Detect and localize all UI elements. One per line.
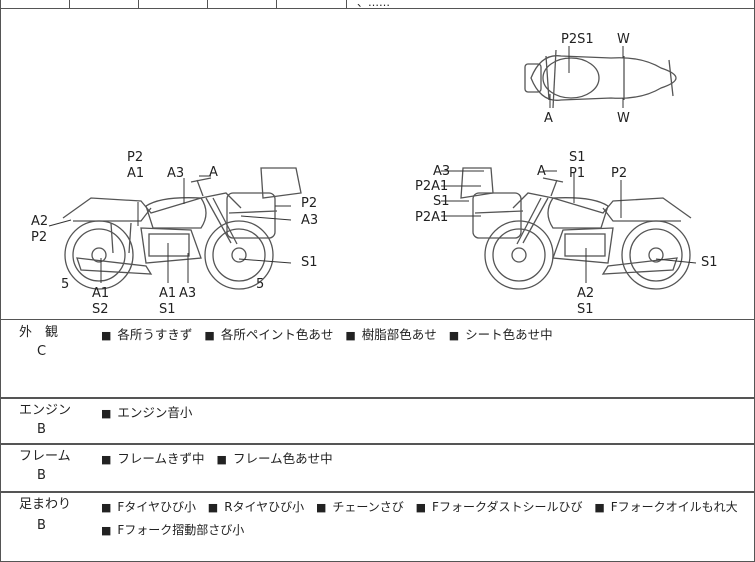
item: Rタイヤひび小 bbox=[224, 500, 305, 514]
bullet-icon: ■ bbox=[415, 501, 427, 514]
label-right-a2: A2 bbox=[577, 286, 594, 301]
label-right-p2a1: P2A1 bbox=[415, 179, 448, 194]
item: Fフォーク摺動部さび小 bbox=[117, 523, 245, 537]
damage-diagram: P2 A1 A3 A A2 P2 P2 A3 S1 5 5 A1 S2 A1 S… bbox=[0, 8, 755, 319]
label-right-p2: P2 bbox=[611, 166, 627, 181]
bullet-icon: ■ bbox=[101, 407, 112, 420]
label-right-s1: S1 bbox=[569, 150, 586, 165]
row-exterior: 外 観 C ■ 各所うすきず ■ 各所ペイント色あせ ■ 樹脂部色あせ ■ シート色あせ… bbox=[0, 319, 755, 399]
row-suspension-items: ■ Fタイヤひび小 ■ Rタイヤひび小 ■ チェーンさび ■ Fフォークダストシールひび… bbox=[101, 496, 746, 542]
right-side-bike-drawing bbox=[460, 167, 692, 290]
label-left-a3c: A3 bbox=[179, 286, 196, 301]
row-exterior-items: ■ 各所うすきず ■ 各所ペイント色あせ ■ 樹脂部色あせ ■ シート色あせ中 bbox=[101, 324, 561, 347]
label-left-5a: 5 bbox=[61, 277, 69, 292]
label-right-a: A bbox=[537, 164, 546, 179]
item: シート色あせ中 bbox=[465, 327, 553, 342]
bullet-icon: ■ bbox=[316, 501, 327, 514]
item: 各所うすきず bbox=[117, 327, 193, 342]
label-right-p1: P1 bbox=[569, 166, 585, 181]
row-exterior-grade: C bbox=[37, 344, 47, 359]
bullet-icon: ■ bbox=[345, 329, 356, 342]
label-left-s1: S1 bbox=[301, 255, 318, 270]
item: Fタイヤひび小 bbox=[117, 500, 196, 514]
row-suspension-grade: B bbox=[37, 518, 46, 533]
label-left-a1c: A1 bbox=[159, 286, 176, 301]
bullet-icon: ■ bbox=[448, 329, 460, 342]
label-left-5b: 5 bbox=[256, 277, 264, 292]
row-engine-category: エンジン bbox=[19, 403, 72, 418]
item: チェーンさび bbox=[332, 500, 404, 514]
label-top-a: A bbox=[544, 111, 553, 126]
row-engine: エンジン B ■ エンジン音小 bbox=[0, 397, 755, 445]
label-left-a1: A1 bbox=[127, 166, 144, 181]
bullet-icon: ■ bbox=[204, 329, 215, 342]
row-frame-grade: B bbox=[37, 468, 46, 483]
label-left-a3b: A3 bbox=[301, 213, 318, 228]
label-left-p2b: P2 bbox=[31, 230, 47, 245]
row-engine-grade: B bbox=[37, 422, 46, 437]
row-suspension: 足まわり B ■ Fタイヤひび小 ■ Rタイヤひび小 ■ チェーンさび ■ Fフォークダ… bbox=[0, 491, 755, 562]
bullet-icon: ■ bbox=[101, 329, 112, 342]
row-engine-items: ■ エンジン音小 bbox=[101, 402, 200, 425]
label-left-a2: A2 bbox=[31, 214, 48, 229]
label-left-a: A bbox=[209, 165, 218, 180]
label-left-p2c: P2 bbox=[301, 196, 317, 211]
item: フレームきず中 bbox=[117, 451, 205, 466]
bullet-icon: ■ bbox=[101, 453, 112, 466]
item: Fフォークオイルもれ大 bbox=[610, 500, 738, 514]
bullet-icon: ■ bbox=[216, 453, 227, 466]
row-frame-items: ■ フレームきず中 ■ フレーム色あせ中 bbox=[101, 448, 341, 471]
bullet-icon: ■ bbox=[101, 501, 112, 514]
item: 樹脂部色あせ bbox=[361, 327, 437, 342]
item: フレーム色あせ中 bbox=[232, 451, 333, 466]
label-top-w: W bbox=[617, 32, 630, 47]
label-left-a3: A3 bbox=[167, 166, 184, 181]
row-suspension-category: 足まわり bbox=[19, 497, 72, 512]
label-left-s2: S2 bbox=[92, 302, 109, 317]
label-right-p2a1b: P2A1 bbox=[415, 210, 448, 225]
label-right-s1b: S1 bbox=[433, 194, 450, 209]
row-frame-category: フレーム bbox=[19, 449, 71, 464]
item: 各所ペイント色あせ bbox=[220, 327, 334, 342]
item: エンジン音小 bbox=[117, 405, 193, 420]
label-right-a3: A3 bbox=[433, 164, 450, 179]
label-left-a1b: A1 bbox=[92, 286, 109, 301]
label-left-p2: P2 bbox=[127, 150, 143, 165]
left-side-bike-drawing bbox=[62, 167, 302, 290]
label-right-s1c: S1 bbox=[701, 255, 718, 270]
top-view-bike-drawing bbox=[524, 49, 677, 109]
label-top-w2: W bbox=[617, 111, 630, 126]
bullet-icon: ■ bbox=[594, 501, 605, 514]
bullet-icon: ■ bbox=[101, 524, 112, 537]
motorcycle-diagram: P2 A1 A3 A A2 P2 P2 A3 S1 5 5 A1 S2 A1 S… bbox=[31, 32, 718, 317]
label-top-p2s1: P2S1 bbox=[561, 32, 594, 47]
top-strip-text: 、…… bbox=[357, 0, 390, 9]
label-left-s1b: S1 bbox=[159, 302, 176, 317]
row-frame: フレーム B ■ フレームきず中 ■ フレーム色あせ中 bbox=[0, 443, 755, 493]
row-exterior-category: 外 観 bbox=[19, 325, 59, 340]
label-right-s1d: S1 bbox=[577, 302, 594, 317]
item: Fフォークダストシールひび bbox=[432, 500, 583, 514]
bullet-icon: ■ bbox=[207, 501, 219, 514]
